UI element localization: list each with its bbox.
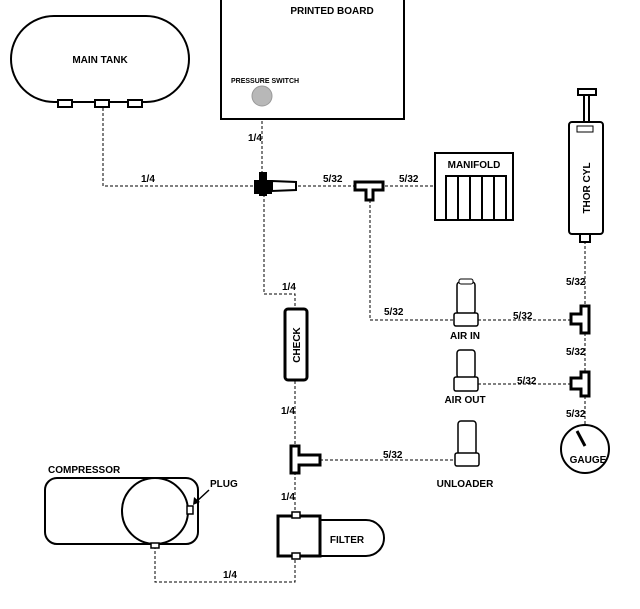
right-tee-upper	[569, 304, 591, 335]
size-switch-to-tee: 1/4	[248, 133, 262, 144]
unloader-label: UNLOADER	[437, 479, 494, 490]
check-valve: CHECK	[283, 307, 309, 382]
pressure-switch-label: PRESSURE SWITCH	[231, 78, 299, 85]
gauge-label: GAUGE	[570, 455, 607, 466]
size-tee-to-t2: 5/32	[323, 174, 343, 185]
compressor-label: COMPRESSOR	[48, 465, 121, 476]
size-cyl-to-tee: 5/32	[566, 277, 586, 288]
line-compressor-to-filter	[154, 546, 296, 583]
size-compressor-to-filter: 1/4	[223, 570, 237, 581]
plug-arrow-icon	[195, 489, 210, 503]
size-check-to-tee: 1/4	[281, 406, 295, 417]
size-tee-to-filter: 1/4	[281, 492, 295, 503]
size-air-in-to-right-tee: 5/32	[513, 311, 533, 322]
air-in-label: AIR IN	[450, 331, 480, 342]
size-tee-to-tee: 5/32	[566, 347, 586, 358]
printed-board: PRINTED BOARD PRESSURE SWITCH	[220, 0, 405, 120]
right-tee-lower	[569, 370, 591, 398]
check-label: CHECK	[292, 326, 303, 362]
filter-label: FILTER	[330, 535, 365, 546]
manifold-tee-fitting	[353, 180, 385, 202]
line-tee-to-check	[263, 194, 296, 310]
air-out-valve: AIR OUT	[444, 349, 486, 406]
thor-cyl-label: THOR CYL	[582, 162, 593, 213]
size-tee-to-unloader: 5/32	[383, 450, 403, 461]
manifold: MANIFOLD	[434, 152, 514, 221]
manifold-label: MANIFOLD	[448, 160, 501, 171]
air-out-label: AIR OUT	[444, 395, 485, 406]
thor-cylinder: THOR CYL	[568, 88, 604, 243]
air-in-valve: AIR IN	[450, 278, 480, 342]
main-tee-fitting	[254, 172, 297, 196]
size-t2-to-manifold: 5/32	[399, 174, 419, 185]
main-tank: MAIN TANK	[10, 15, 190, 108]
printed-board-label: PRINTED BOARD	[290, 6, 373, 17]
size-tank-to-tee: 1/4	[141, 174, 155, 185]
size-tee-to-gauge: 5/32	[566, 409, 586, 420]
unloader-valve: UNLOADER	[437, 420, 494, 490]
size-t2-to-air-in: 5/32	[384, 307, 404, 318]
filter: FILTER	[276, 511, 385, 560]
unloader-tee-fitting	[289, 444, 322, 475]
pressure-switch-icon	[251, 85, 273, 107]
compressor: COMPRESSOR PLUG	[44, 465, 238, 549]
gauge-needle-icon	[575, 430, 587, 447]
line-size-labels: 1/4 1/4 5/32 5/32 1/4 5/32 5/32 5/32 5/3…	[141, 133, 586, 581]
gauge: GAUGE	[560, 424, 610, 474]
line-tank-to-tee	[102, 108, 258, 187]
size-air-out-to-right-tee: 5/32	[517, 376, 537, 387]
size-tee-to-check: 1/4	[282, 282, 296, 293]
plug-label: PLUG	[210, 479, 238, 490]
main-tank-label: MAIN TANK	[72, 55, 128, 66]
line-t2-to-air-in	[369, 200, 454, 321]
